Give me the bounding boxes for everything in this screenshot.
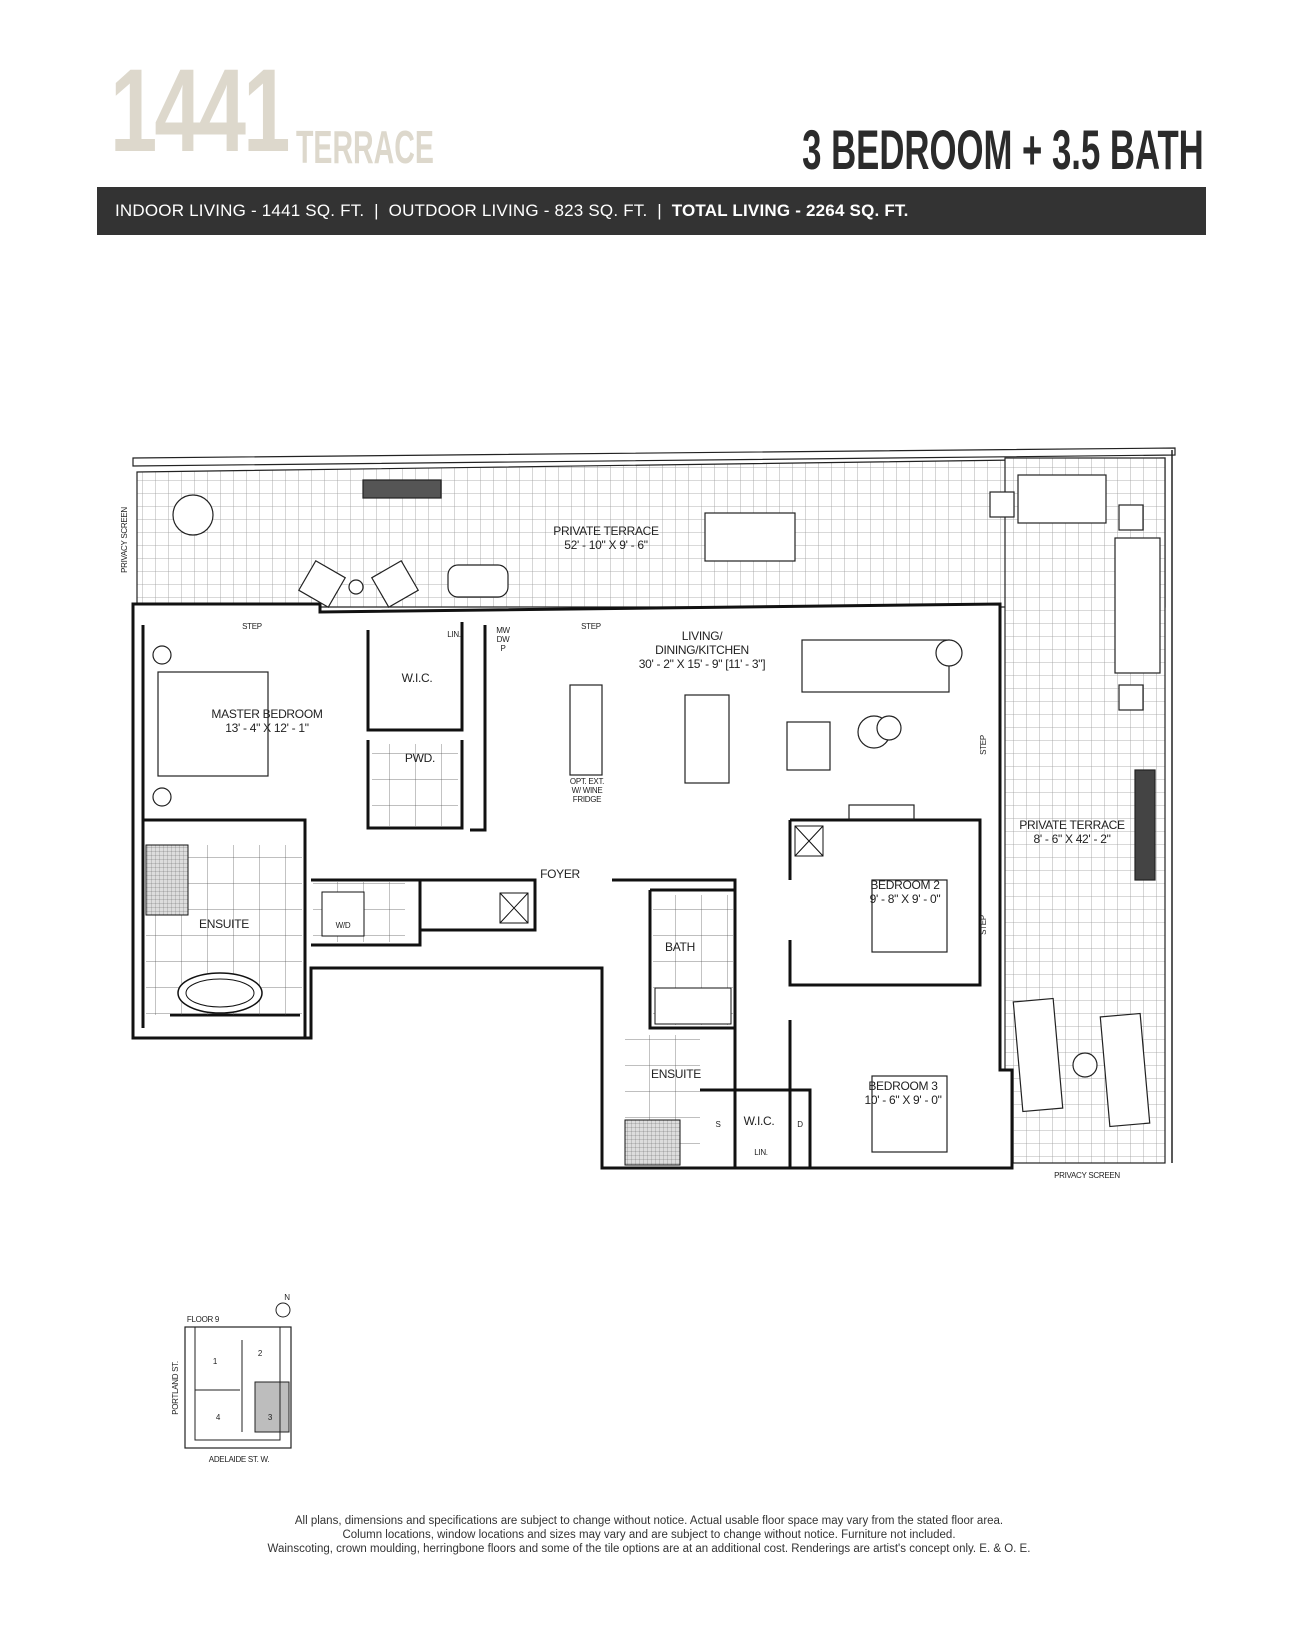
key-plan-lines	[194, 1327, 281, 1441]
appliance-dw: DW	[497, 635, 510, 644]
terrace-north-dims: 52' - 10" X 9' - 6"	[564, 538, 647, 552]
master-bedroom-dims: 13' - 4" X 12' - 1"	[225, 721, 308, 735]
island-note-1: OPT. EXT.	[570, 777, 604, 786]
master-wic-label: W.I.C.	[402, 671, 433, 685]
lounge-chair-icon	[297, 559, 347, 609]
laundry-label: W/D	[336, 921, 351, 930]
key-plan-unit-highlight	[254, 1381, 290, 1433]
key-unit-2: 2	[258, 1349, 263, 1358]
linen-2-label: LIN.	[754, 1148, 768, 1157]
outdoor-sofa-icon	[1114, 537, 1161, 674]
key-unit-1: 1	[213, 1357, 218, 1366]
appliance-p: P	[500, 644, 505, 653]
living-name-2: DINING/KITCHEN	[655, 643, 749, 657]
terrace-east-dims: 8' - 6" X 42' - 2"	[1033, 832, 1110, 846]
column-cross	[794, 825, 824, 857]
ensuite-2-label: ENSUITE	[651, 1067, 701, 1081]
total-area: TOTAL LIVING - 2264 SQ. FT.	[671, 201, 909, 220]
lounge-chair-icon	[370, 559, 420, 609]
column-cross	[499, 892, 529, 924]
bed-2-icon	[871, 879, 948, 953]
unit-type-label: TERRACE	[296, 121, 434, 173]
step-label: STEP	[979, 915, 988, 935]
privacy-screen-label: PRIVACY SCREEN	[120, 507, 129, 573]
tub-icon	[654, 987, 732, 1025]
living-name-1: LIVING/	[682, 629, 724, 643]
bathtub-inner	[185, 978, 255, 1008]
disclaimer-line: Column locations, window locations and s…	[342, 1529, 956, 1541]
terrace-north-name: PRIVATE TERRACE	[553, 524, 659, 538]
nightstand-icon	[152, 787, 172, 807]
armchair-icon	[786, 721, 831, 771]
appliance-mw: MW	[496, 626, 510, 635]
disclaimer-line: All plans, dimensions and specifications…	[294, 1515, 1004, 1527]
privacy-screen-label: PRIVACY SCREEN	[1054, 1171, 1120, 1180]
furniture	[152, 474, 1161, 1153]
step-label: STEP	[581, 622, 601, 631]
suite-summary: 3 BEDROOM + 3.5 BATH	[802, 118, 1204, 181]
bedroom-2-name: BEDROOM 2	[870, 878, 940, 892]
nightstand-icon	[152, 645, 172, 665]
bathtub-icon	[177, 972, 263, 1014]
bench-icon	[447, 564, 509, 598]
step-label: STEP	[242, 622, 262, 631]
master-ensuite-label: ENSUITE	[199, 917, 249, 931]
disclaimer: All plans, dimensions and specifications…	[0, 1514, 1298, 1556]
dining-table-icon	[684, 694, 730, 784]
disclaimer-line: Wainscoting, crown moulding, herringbone…	[267, 1543, 1031, 1555]
bath-label: BATH	[665, 940, 695, 954]
shower-2-icon	[624, 1119, 681, 1166]
powder-floor	[372, 744, 458, 826]
outdoor-sofa-icon	[1017, 474, 1107, 524]
bedroom-2-dims: 9' - 8" X 9' - 0"	[870, 892, 941, 906]
key-plan: FLOOR 9 N 1 2 3 4 PORTLAND ST. ADELAIDE …	[171, 1293, 292, 1464]
island-note-2: W/ WINE	[572, 786, 603, 795]
key-unit-3: 3	[268, 1413, 273, 1422]
master-bed-icon	[157, 671, 269, 777]
island-note-3: FRIDGE	[573, 795, 601, 804]
street-south: ADELAIDE ST. W.	[209, 1455, 269, 1464]
separator: |	[647, 201, 672, 220]
street-west: PORTLAND ST.	[171, 1361, 180, 1415]
powder-label: PWD.	[405, 751, 435, 765]
living-dims: 30' - 2" X 15' - 9" [11' - 3"]	[639, 657, 766, 671]
console-icon	[848, 804, 915, 820]
planter-icon	[1134, 769, 1156, 881]
sun-lounger-icon	[1099, 1012, 1151, 1128]
linen-label: LIN.	[447, 630, 461, 639]
outdoor-area: OUTDOOR LIVING - 823 SQ. FT.	[388, 201, 648, 220]
interior-walls	[141, 622, 982, 1168]
master-bedroom-name: MASTER BEDROOM	[211, 707, 322, 721]
sun-lounger-icon	[1012, 997, 1064, 1113]
wic-2-label: W.I.C.	[744, 1114, 775, 1128]
kitchen-island-icon	[569, 684, 603, 776]
wic-shelf-label: S	[715, 1120, 720, 1129]
bed-3-icon	[871, 1075, 948, 1153]
terrace-east-name: PRIVATE TERRACE	[1019, 818, 1125, 832]
north-arrow-icon	[275, 1302, 291, 1318]
lamp-icon	[935, 639, 963, 667]
bedroom-3-name: BEDROOM 3	[868, 1079, 938, 1093]
room-labels: PRIVATE TERRACE 52' - 10" X 9' - 6" LIVI…	[120, 507, 1125, 1180]
area-summary-bar: INDOOR LIVING - 1441 SQ. FT. | OUTDOOR L…	[97, 187, 1206, 235]
sofa-icon	[801, 639, 950, 693]
planter-icon	[362, 479, 442, 499]
separator: |	[364, 201, 389, 220]
shower-icon	[145, 844, 189, 916]
indoor-area: INDOOR LIVING - 1441 SQ. FT.	[115, 201, 365, 220]
unit-number-title: 1441	[110, 45, 290, 177]
terrace-table-icon	[172, 494, 214, 536]
key-unit-4: 4	[216, 1413, 221, 1422]
wic-drawer-label: D	[797, 1120, 803, 1129]
bedroom-3-dims: 10' - 6" X 9' - 0"	[864, 1093, 941, 1107]
foyer-label: FOYER	[540, 867, 580, 881]
outdoor-dining-table-icon	[704, 512, 796, 562]
step-label: STEP	[979, 735, 988, 755]
washer-dryer-icon	[321, 891, 365, 937]
key-plan-floor: FLOOR 9	[187, 1315, 220, 1324]
north-label: N	[284, 1293, 290, 1302]
